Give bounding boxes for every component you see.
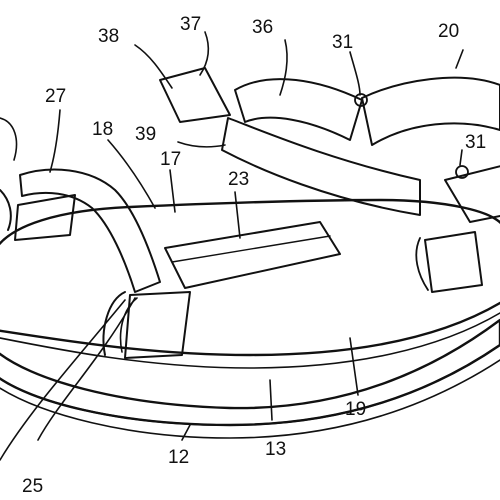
ref-27: 27: [45, 86, 66, 107]
ankle-strap: [159, 67, 500, 223]
ref-20: 20: [438, 21, 459, 42]
ref-31-right: 31: [465, 132, 486, 153]
toe-strap: [0, 168, 161, 293]
ref-25: 25: [22, 476, 43, 497]
ref-19: 19: [345, 399, 366, 420]
ref-13: 13: [265, 439, 286, 460]
ref-38: 38: [98, 26, 119, 47]
outsole: [0, 318, 500, 439]
ref-18: 18: [92, 119, 113, 140]
ref-39: 39: [135, 124, 156, 145]
ref-23: 23: [228, 169, 249, 190]
leader-lines: [0, 31, 464, 461]
ref-12: 12: [168, 447, 189, 468]
footbed: [0, 198, 500, 369]
instep-strap: [164, 221, 341, 289]
ref-36: 36: [252, 17, 273, 38]
reference-numerals: 38 37 36 31 20 27 18 39 17 23 31 19 13 1…: [22, 14, 486, 497]
ref-17: 17: [160, 149, 181, 170]
ref-37: 37: [180, 14, 201, 35]
ref-31-top: 31: [332, 32, 353, 53]
heel-loop: [415, 231, 483, 293]
